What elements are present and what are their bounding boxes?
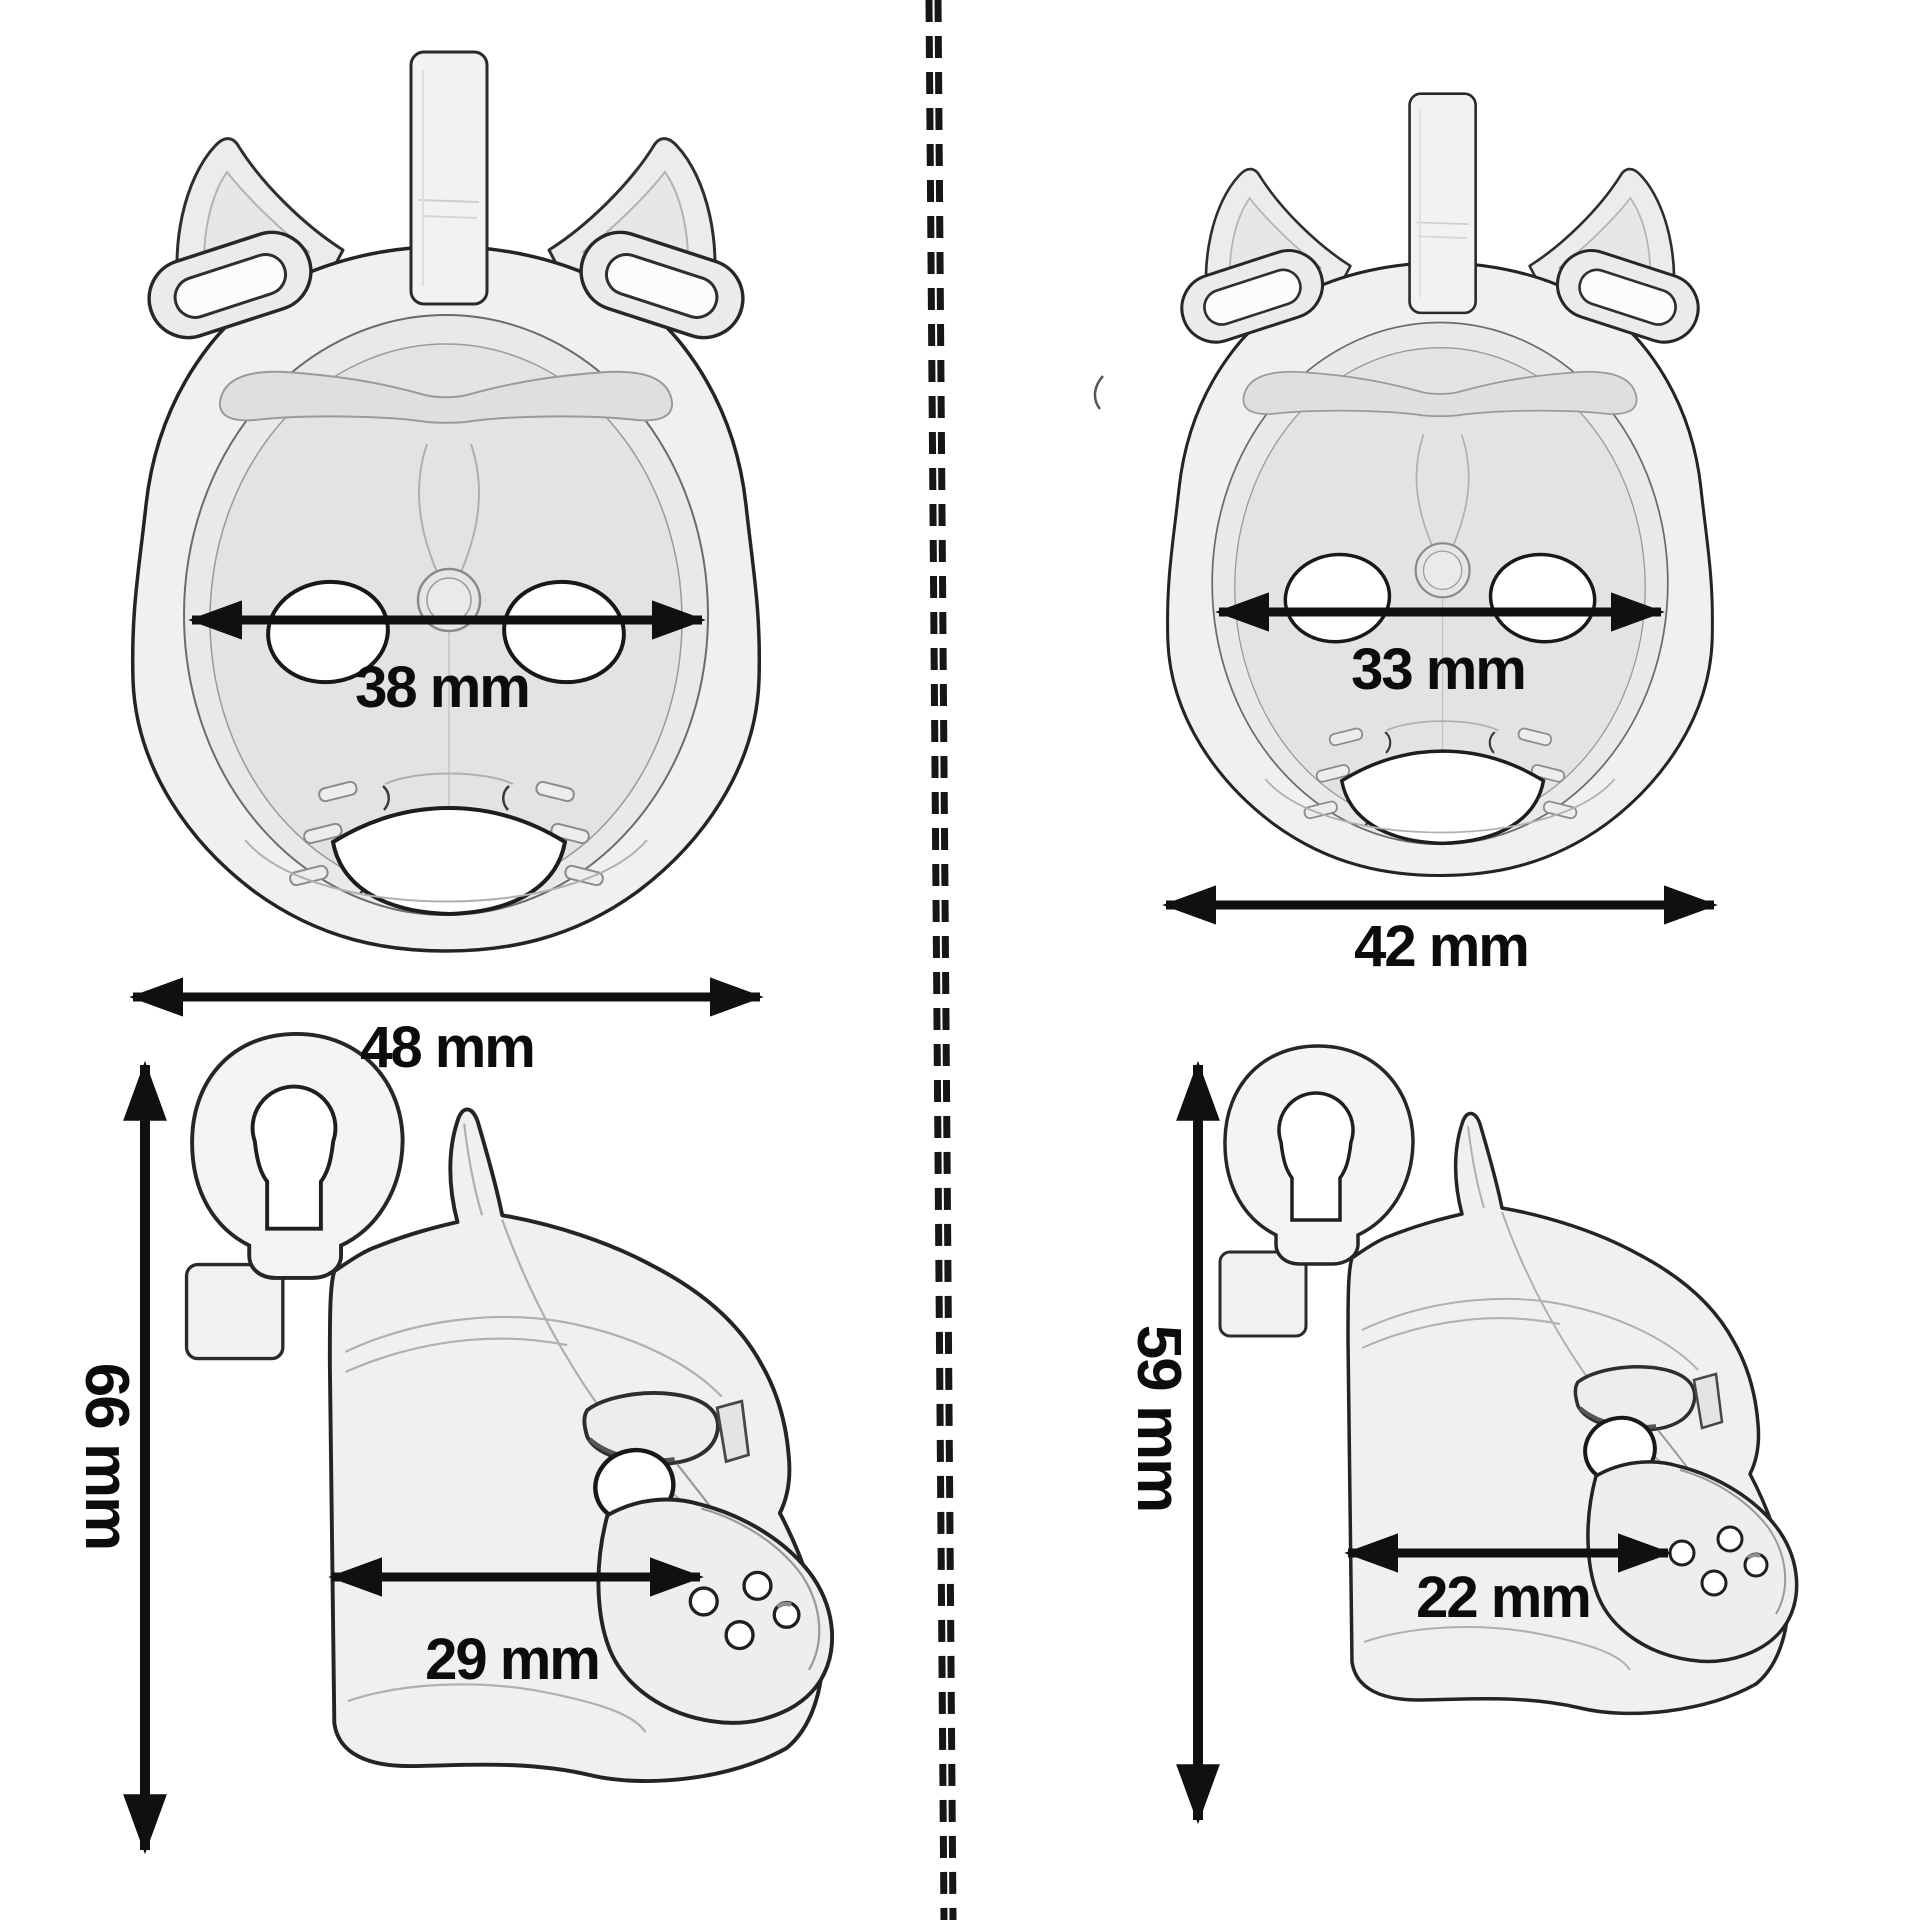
label-left-height: 66 mm <box>72 1362 141 1550</box>
label-right-inner-width: 33 mm <box>1351 637 1527 702</box>
label-right-outer-width: 42 mm <box>1354 914 1530 979</box>
stray-arc <box>1093 375 1104 410</box>
label-right-inner-depth: 22 mm <box>1416 1565 1592 1630</box>
label-left-outer-width: 48 mm <box>360 1015 536 1080</box>
label-right-height: 59 mm <box>1124 1324 1193 1512</box>
label-left-inner-width: 38 mm <box>355 655 531 720</box>
label-left-inner-depth: 29 mm <box>425 1627 601 1692</box>
center-divider <box>925 0 957 1920</box>
